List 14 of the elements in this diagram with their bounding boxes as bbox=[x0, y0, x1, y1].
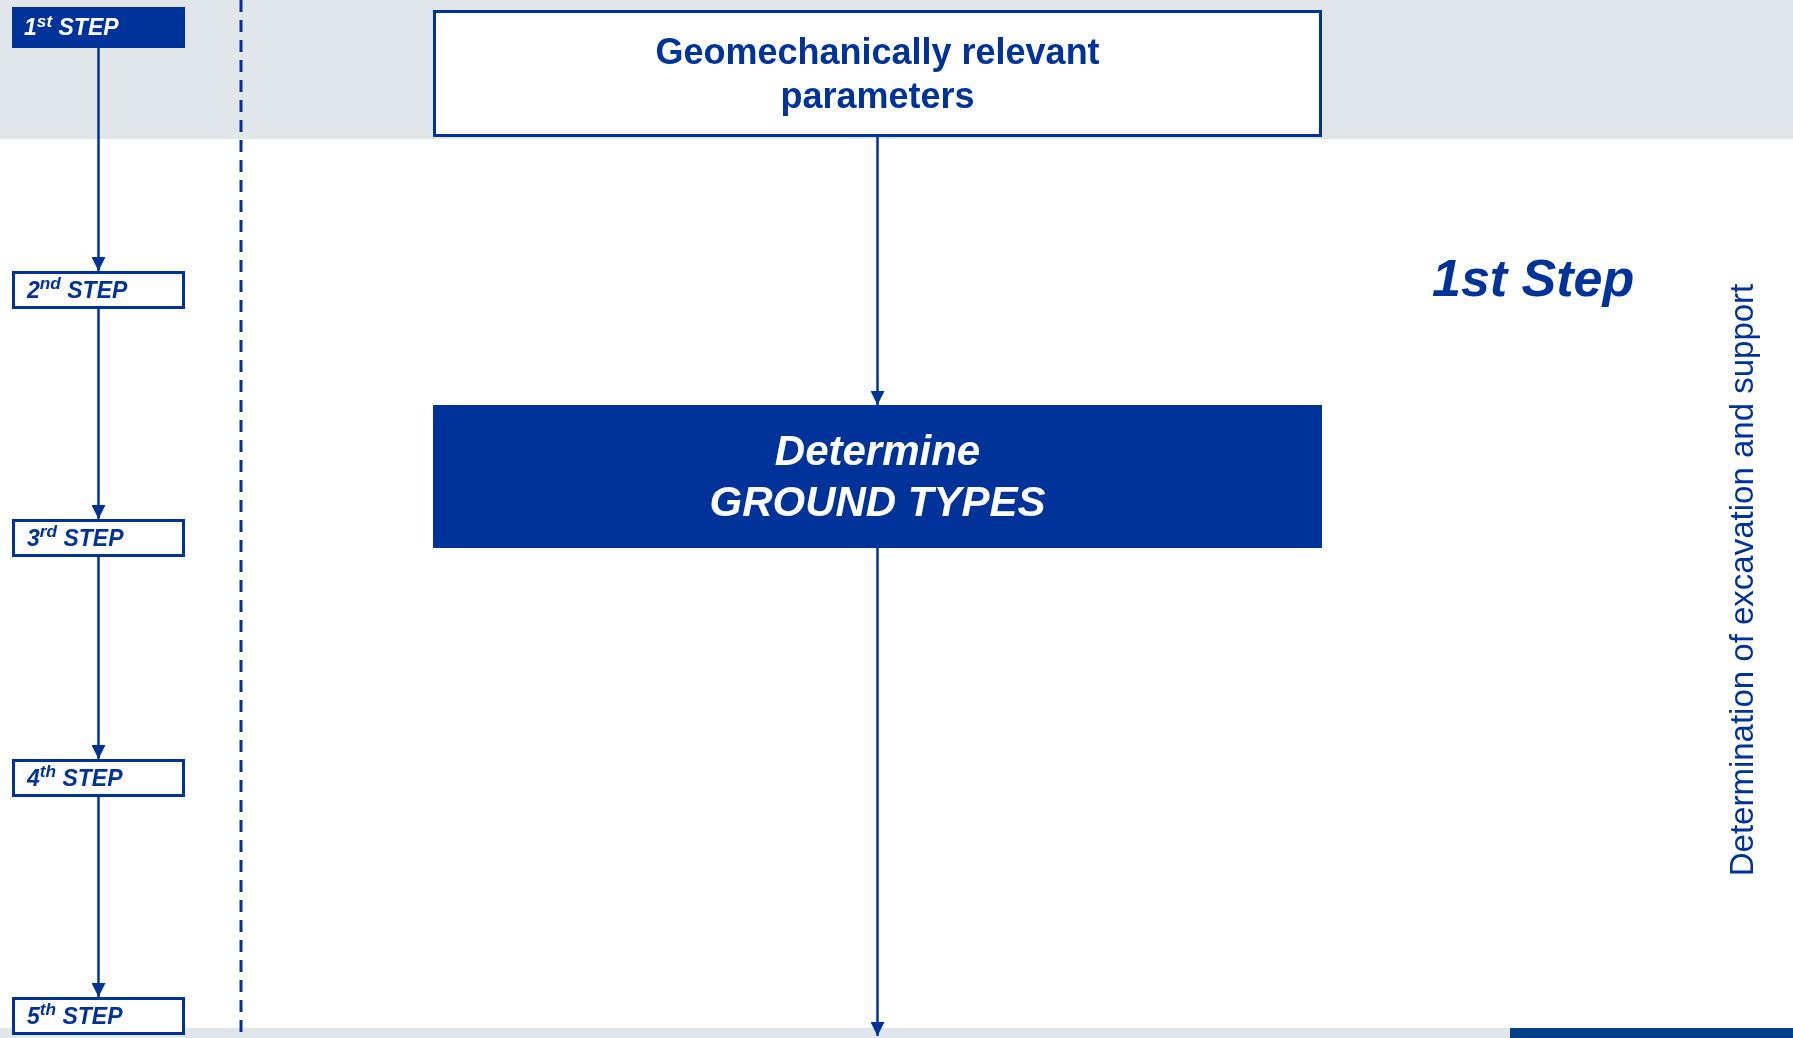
process-box: Determine GROUND TYPES bbox=[433, 405, 1322, 548]
step-box: 5$^{th}$ STEP bbox=[12, 997, 185, 1035]
arrow bbox=[91, 557, 106, 759]
vertical-side-label: Determination of excavation and support bbox=[1724, 283, 1758, 877]
process-box: Geomechanically relevant parameters bbox=[433, 10, 1322, 137]
arrow bbox=[91, 48, 106, 271]
arrow bbox=[870, 548, 885, 1036]
step-box: 4$^{th}$ STEP bbox=[12, 759, 185, 797]
arrow bbox=[91, 309, 106, 519]
step-box: 2$^{nd}$ STEP bbox=[12, 271, 185, 309]
step-box: 3$^{rd}$ STEP bbox=[12, 519, 185, 557]
step-box: 1$^{st}$ STEP bbox=[12, 7, 185, 48]
arrow bbox=[91, 797, 106, 997]
arrow bbox=[870, 137, 885, 405]
